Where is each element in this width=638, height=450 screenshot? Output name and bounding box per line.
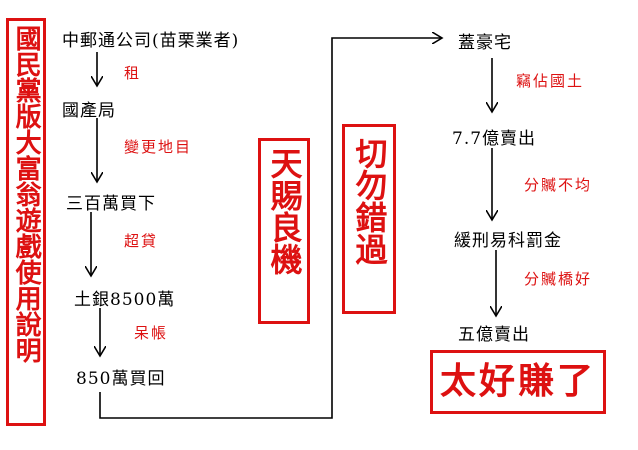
node-land-bank-loan: 土銀8500萬 xyxy=(74,290,176,310)
node-mansion: 蓋豪宅 xyxy=(458,33,512,53)
label-rezoning: 變更地目 xyxy=(124,138,193,156)
conclusion-box: 太好賺了 xyxy=(430,350,606,414)
label-uneven-split: 分贓不均 xyxy=(524,176,593,194)
conclusion-text: 太好賺了 xyxy=(439,360,596,402)
node-probation-fine: 緩刑易科罰金 xyxy=(454,231,562,251)
label-land-encroachment: 竊佔國土 xyxy=(516,72,585,90)
node-company: 中郵通公司(苗栗業者) xyxy=(62,31,240,51)
node-buy-back: 850萬買回 xyxy=(76,369,166,389)
label-lease: 租 xyxy=(124,64,142,82)
sidebar-title: 國民黨版大富翁遊戲使用說明 xyxy=(11,25,42,363)
node-sold-500m: 五億賣出 xyxy=(458,325,530,345)
sidebar-title-box: 國民黨版大富翁遊戲使用說明 xyxy=(6,18,46,426)
label-split-settled: 分贓橋好 xyxy=(524,270,593,288)
box-do-not-miss: 切勿錯過 xyxy=(342,124,396,314)
label-bad-debt: 呆帳 xyxy=(134,324,169,342)
connector-to-right xyxy=(99,38,442,419)
node-buy-three-million: 三百萬買下 xyxy=(66,194,156,214)
node-national-property-bureau: 國產局 xyxy=(62,101,116,121)
label-over-loan: 超貸 xyxy=(124,232,159,250)
node-sold-770m: 7.7億賣出 xyxy=(452,129,537,149)
box-golden-opportunity: 天賜良機 xyxy=(258,138,310,324)
